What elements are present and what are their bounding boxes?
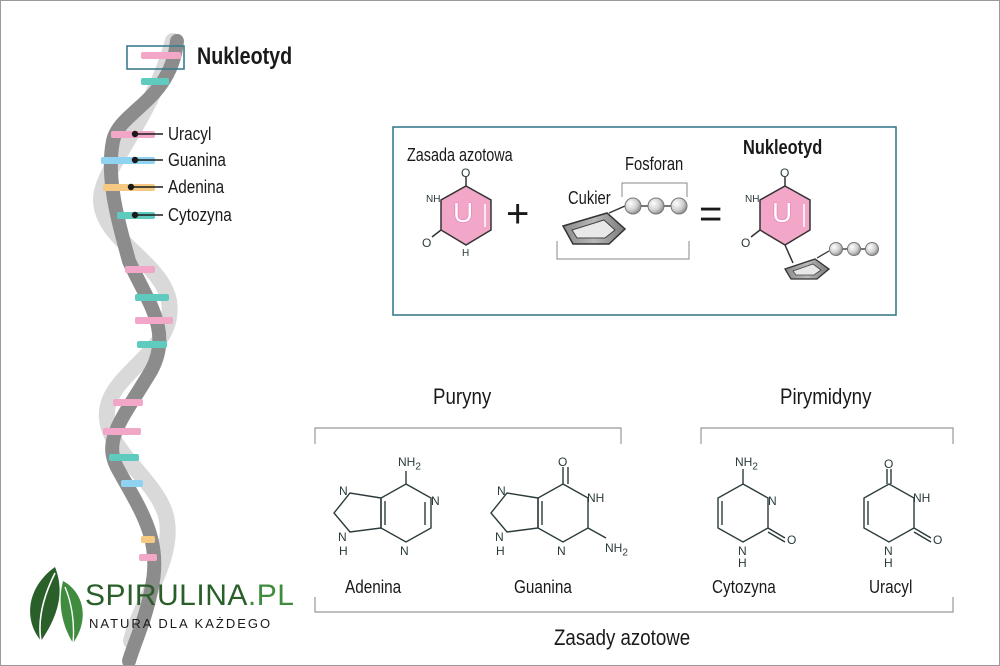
rung-uracyl [141, 52, 181, 59]
rung-cytozyna [141, 78, 169, 85]
cytosine-atom-o: O [787, 533, 797, 547]
result-letter: U [772, 197, 793, 228]
result-atom-nh: NH [745, 194, 760, 205]
result-atom-o-top: O [780, 166, 790, 180]
logo-tagline: NATURA DLA KAŻDEGO [89, 616, 273, 631]
nucleotide-highlight-box [126, 45, 185, 70]
result-nucleotide [750, 177, 879, 280]
guanine-atom-n3: N [557, 544, 566, 558]
rung-uracyl [135, 317, 173, 324]
uracil-atom-o-right: O [933, 533, 943, 547]
base-atom-nh: NH [426, 194, 441, 205]
legend-pointers [127, 130, 163, 219]
bases-footer-label: Zasady azotowe [554, 625, 691, 650]
adenine-structure [333, 471, 432, 543]
rung-uracyl [113, 399, 143, 406]
guanine-atom-nh: NH [587, 491, 605, 505]
guanine-structure [490, 467, 607, 543]
cytosine-atom-n-bottom: N [738, 544, 747, 558]
bases-bracket [314, 597, 954, 613]
rung-cytozyna [135, 294, 169, 301]
adenine-atom-n9: N [338, 530, 347, 544]
rung-cytozyna [137, 341, 167, 348]
rung-cytozyna [109, 454, 139, 461]
plus-sign: + [506, 192, 530, 236]
legend-uracyl: Uracyl [168, 124, 212, 144]
logo-brand: SPIRULINA.PL [85, 579, 295, 612]
guanine-atom-h: H [496, 544, 505, 558]
uracil-structure [863, 469, 932, 543]
rung-uracyl [103, 428, 141, 435]
adenine-atom-n1: N [431, 494, 440, 508]
base-atom-o-top: O [461, 166, 471, 180]
nucleotide-title: Nukleotyd [197, 43, 293, 70]
legend-guanina: Guanina [168, 150, 226, 170]
base-letter: U [453, 197, 474, 228]
guanine-atom-n7: N [497, 484, 506, 498]
guanine-atom-n9: N [495, 530, 504, 544]
rung-uracyl [139, 554, 157, 561]
adenine-atom-n3: N [400, 544, 409, 558]
rung-adenina [141, 536, 155, 543]
base-molecule [431, 177, 492, 246]
pyrimidines-bracket [700, 427, 954, 444]
result-atom-o-left: O [741, 236, 751, 250]
rung-guanina [101, 157, 155, 164]
base-atom-n-bottom: H [462, 248, 470, 259]
cytosine-atom-h: H [738, 556, 747, 570]
legend-adenina: Adenina [168, 177, 225, 197]
adenine-atom-nh2: NH2 [398, 455, 421, 473]
guanine-atom-nh2: NH2 [605, 541, 628, 559]
result-label: Nukleotyd [743, 137, 823, 159]
logo-leaf-icon [30, 567, 83, 644]
purines-label: Puryny [433, 384, 492, 409]
helix-rungs [101, 52, 181, 561]
uracil-atom-o-top: O [884, 457, 894, 471]
pyrimidines-label: Pirymidyny [780, 384, 872, 409]
cytosine-name: Cytozyna [712, 577, 776, 597]
phosphate-label: Fosforan [625, 154, 684, 174]
cytosine-atom-n: N [768, 494, 777, 508]
sugar-molecule [561, 205, 627, 245]
base-label: Zasada azotowa [407, 145, 513, 165]
rung-guanina [121, 480, 143, 487]
guanine-name: Guanina [514, 577, 572, 597]
base-atom-o-left: O [422, 236, 432, 250]
uracil-atom-nh: NH [913, 491, 931, 505]
helix-front-strand [103, 34, 184, 665]
dna-helix [93, 33, 185, 665]
uracil-atom-h: H [884, 556, 893, 570]
bases-section [314, 427, 954, 613]
cytosine-structure [717, 469, 786, 543]
adenine-atom-h: H [339, 544, 348, 558]
rung-uracyl [125, 266, 155, 273]
guanine-atom-o: O [558, 455, 568, 469]
adenine-atom-n7: N [339, 484, 348, 498]
equals-sign: = [699, 192, 723, 236]
uracil-name: Uracyl [869, 577, 913, 597]
purines-bracket [314, 427, 622, 444]
adenine-name: Adenina [345, 577, 402, 597]
uracil-atom-n-bottom: N [884, 544, 893, 558]
cytosine-atom-nh2: NH2 [735, 455, 758, 473]
sugar-label: Cukier [568, 188, 611, 208]
legend-cytozyna: Cytozyna [168, 205, 232, 225]
equation-panel [392, 126, 897, 316]
phosphate-group [556, 182, 690, 260]
